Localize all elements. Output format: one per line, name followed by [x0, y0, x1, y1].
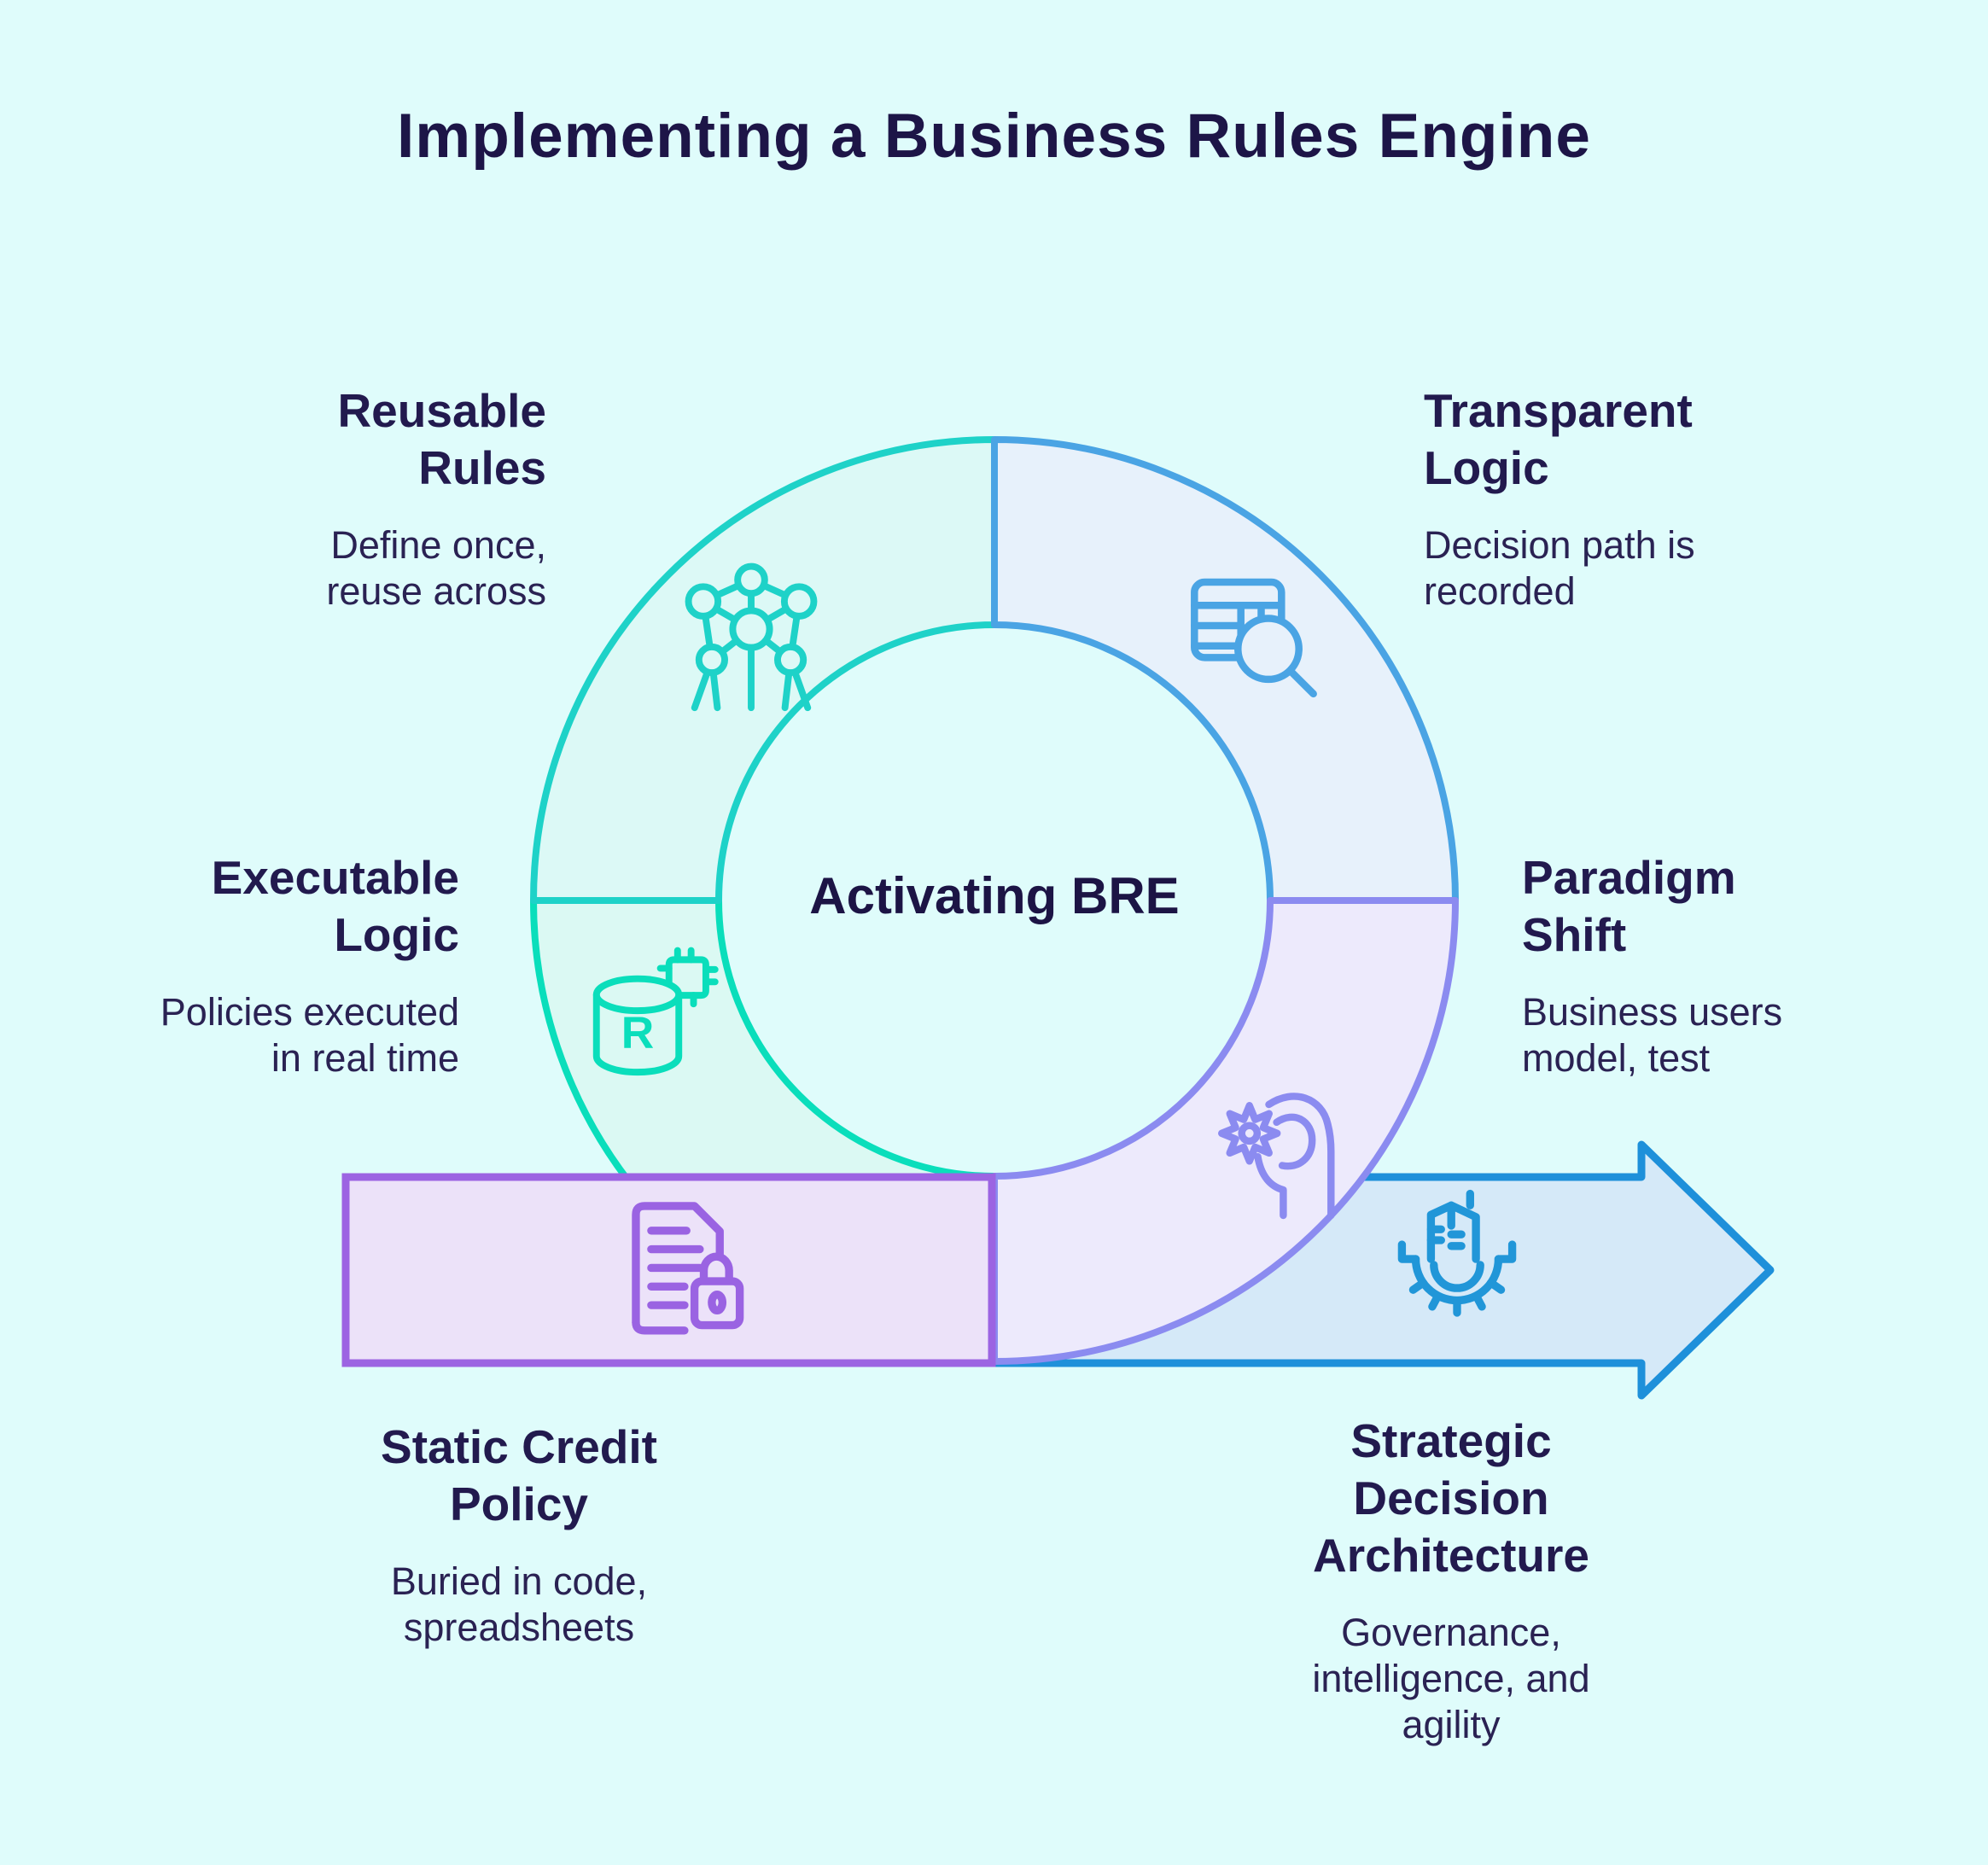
stage-description: Policies executed in real time — [160, 990, 459, 1081]
stage-description: Buried in code, spreadsheets — [390, 1559, 648, 1650]
network-nodes-icon — [685, 562, 818, 712]
segment-transparent-logic — [991, 436, 1459, 904]
stage-title: Reusable Rules — [337, 384, 546, 495]
stage-description: Business users model, test — [1522, 990, 1783, 1081]
stage-title: Transparent Logic — [1424, 384, 1693, 495]
stage-title: Executable Logic — [211, 851, 459, 962]
stage-executable-logic: Executable Logic Policies executed in re… — [101, 849, 459, 1081]
stage-description: Governance, intelligence, and agility — [1312, 1611, 1590, 1747]
center-label: Activating BRE — [809, 867, 1180, 924]
stage-title: Strategic Decision Architecture — [1313, 1414, 1589, 1582]
segment-reusable-rules — [530, 436, 998, 904]
stage-title: Static Credit Policy — [381, 1420, 657, 1531]
stage-description: Define once, reuse across — [326, 523, 546, 614]
svg-text:R: R — [621, 1008, 654, 1058]
rules-database-icon: R — [592, 947, 719, 1076]
stage-reusable-rules: Reusable Rules Define once, reuse across — [256, 382, 546, 615]
stage-title: Paradigm Shift — [1522, 851, 1736, 962]
document-lock-icon — [632, 1202, 744, 1335]
stage-paradigm-shift: Paradigm Shift Business users model, tes… — [1522, 849, 1846, 1081]
hand-gear-icon — [1218, 1093, 1335, 1220]
stage-static-credit-policy: Static Credit Policy Buried in code, spr… — [323, 1419, 715, 1651]
stage-strategic-decision-architecture: Strategic Decision Architecture Governan… — [1263, 1413, 1639, 1748]
gear-building-icon — [1397, 1189, 1517, 1317]
table-search-icon — [1191, 578, 1317, 698]
stage-transparent-logic: Transparent Logic Decision path is recor… — [1424, 382, 1765, 615]
page-title: Implementing a Business Rules Engine — [397, 102, 1591, 171]
stage-description: Decision path is recorded — [1424, 523, 1695, 614]
